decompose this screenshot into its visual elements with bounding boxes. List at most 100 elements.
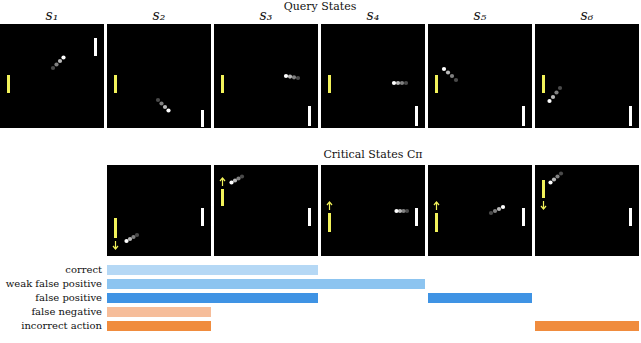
state-label: s₆ [581, 7, 594, 24]
agent-paddle [435, 75, 438, 93]
ball [442, 67, 446, 71]
ball [446, 70, 450, 74]
ball [497, 207, 501, 211]
ball [159, 101, 163, 105]
state-label: s₂ [153, 7, 166, 24]
row-label: incorrect action [21, 320, 102, 332]
action-arrowhead [434, 202, 439, 205]
result-bar [535, 321, 639, 331]
ball [489, 211, 493, 215]
game-frame [428, 165, 532, 256]
action-arrowhead [220, 178, 225, 181]
action-arrowhead [113, 246, 118, 249]
result-bar [107, 279, 425, 289]
row-label: correct [65, 264, 102, 276]
ball [547, 99, 551, 103]
agent-paddle [221, 75, 224, 93]
game-frame [107, 24, 211, 128]
state-label: s₁ [46, 7, 59, 24]
opponent-paddle [94, 38, 97, 56]
opponent-paddle [415, 106, 418, 126]
action-arrowhead [541, 206, 546, 209]
ball [493, 209, 497, 213]
opponent-paddle [522, 106, 525, 126]
result-bar [107, 293, 318, 303]
ball [296, 76, 300, 80]
ball [156, 98, 160, 102]
agent-paddle [542, 75, 545, 93]
agent-paddle [114, 218, 117, 238]
ball [284, 74, 288, 78]
ball [554, 90, 558, 94]
section-heading: Critical States Cπ [323, 148, 422, 161]
frame-background [535, 24, 639, 128]
game-frame [428, 24, 532, 128]
result-bar [107, 307, 211, 317]
ball [548, 180, 552, 184]
ball [551, 95, 555, 99]
frame-background [107, 165, 211, 256]
game-frame [321, 24, 425, 128]
section-heading: Query States [284, 0, 357, 13]
ball [61, 55, 65, 59]
opponent-paddle [308, 106, 311, 126]
ball [404, 81, 408, 85]
result-bar [107, 321, 211, 331]
ball [396, 81, 400, 85]
frame-background [107, 24, 211, 128]
game-frame [535, 24, 639, 128]
ball [552, 177, 556, 181]
agent-paddle [7, 75, 10, 93]
ball [400, 81, 404, 85]
ball [559, 171, 563, 175]
result-bar [428, 293, 532, 303]
ball [124, 239, 128, 243]
state-label: s₅ [474, 7, 487, 24]
ball [288, 75, 292, 79]
ball [450, 74, 454, 78]
ball [229, 180, 233, 184]
opponent-paddle [629, 208, 632, 226]
result-bars [107, 265, 639, 331]
opponent-paddle [201, 208, 204, 226]
frame-background [428, 165, 532, 256]
agent-paddle [114, 75, 117, 93]
agent-paddle [542, 180, 545, 198]
ball [394, 209, 398, 213]
agent-paddle [328, 75, 331, 93]
game-frame [0, 24, 104, 128]
opponent-paddle [522, 208, 525, 226]
opponent-paddle [308, 208, 311, 226]
query-frames [0, 24, 639, 128]
ball [163, 105, 167, 109]
opponent-paddle [415, 208, 418, 226]
ball [51, 66, 55, 70]
frame-background [321, 24, 425, 128]
row-label: false negative [31, 306, 102, 318]
game-frame [214, 24, 318, 128]
action-arrowhead [327, 202, 332, 205]
game-frame [535, 165, 639, 256]
row-label: false positive [35, 292, 102, 304]
opponent-paddle [629, 106, 632, 126]
game-frame [107, 165, 211, 256]
result-bar [107, 265, 318, 275]
frame-background [214, 165, 318, 256]
opponent-paddle [201, 110, 204, 127]
ball [392, 81, 396, 85]
ball [58, 59, 62, 63]
frame-background [0, 24, 104, 128]
agent-paddle [435, 213, 438, 232]
ball [555, 174, 559, 178]
ball [54, 62, 58, 66]
critical-frames [107, 165, 639, 256]
ball [292, 75, 296, 79]
frame-background [535, 165, 639, 256]
game-frame [214, 165, 318, 256]
ball [454, 78, 458, 82]
ball [501, 205, 505, 209]
ball [166, 108, 170, 112]
state-label: s₃ [260, 7, 273, 24]
